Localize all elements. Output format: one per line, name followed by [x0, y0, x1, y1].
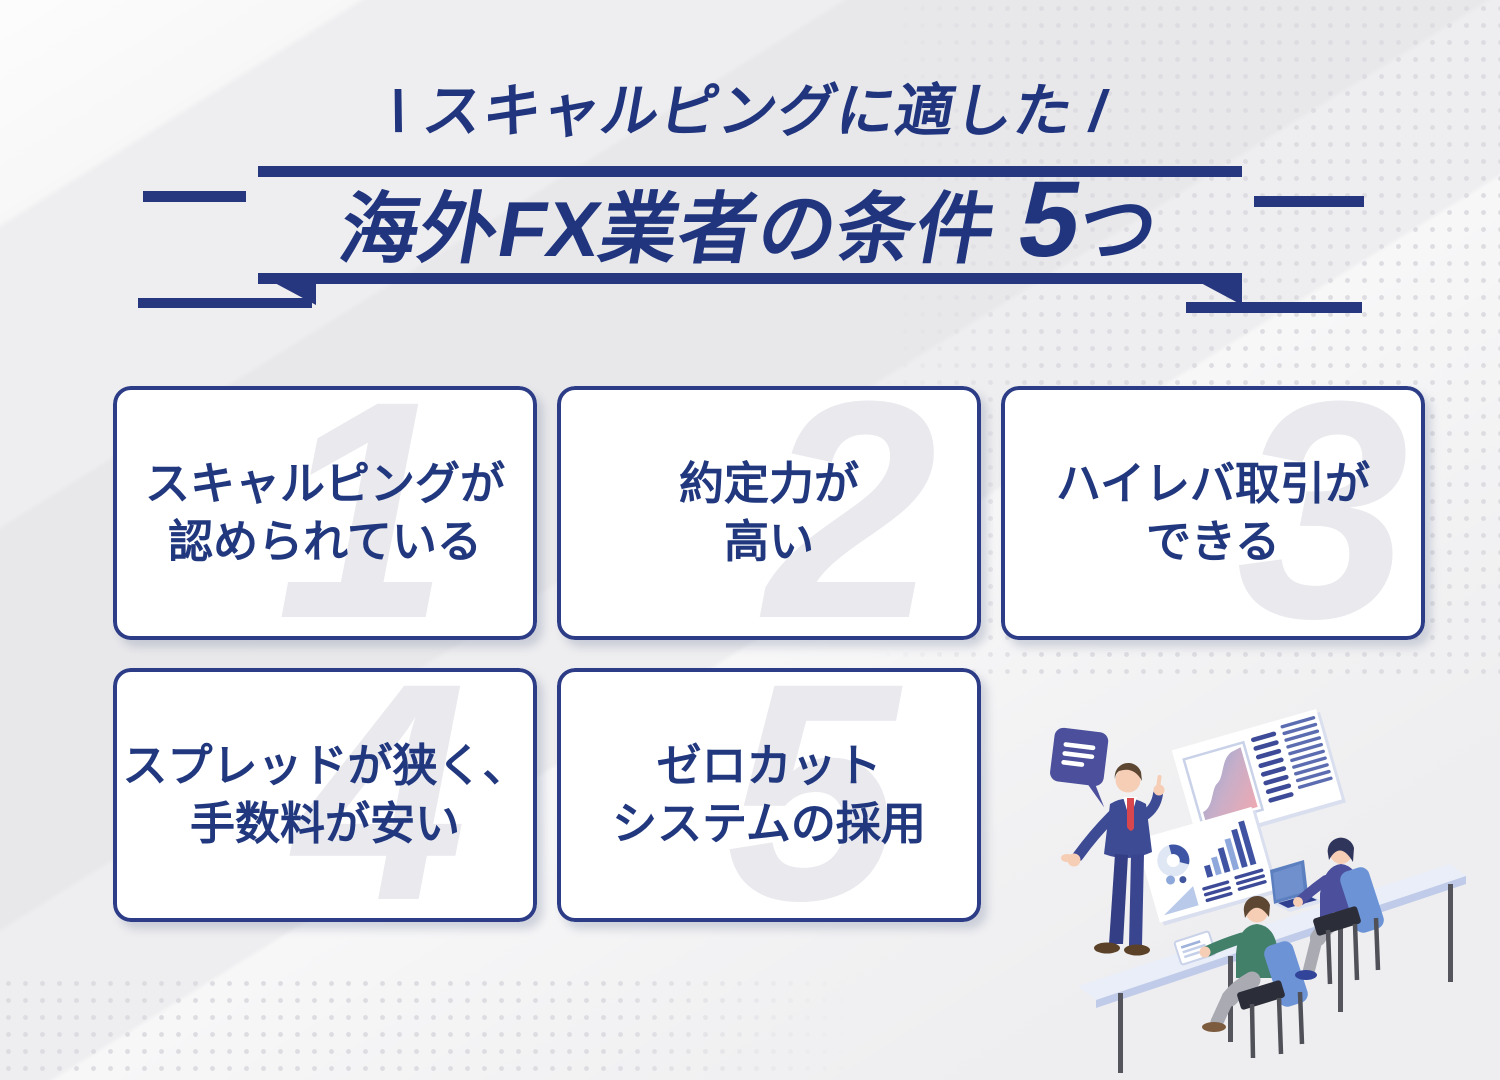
presenter-shoe-left: [1094, 942, 1120, 954]
presenter-shoe-right: [1124, 944, 1150, 956]
condition-card-1: 1 スキャルピングが 認められている: [113, 386, 537, 640]
condition-card-5: 5 ゼロカット システムの採用: [557, 668, 981, 922]
card-1-label: スキャルピングが 認められている: [144, 457, 505, 568]
page-title-main: 海外FX業者の条件: [333, 185, 1027, 273]
attendee-indigo-shoe: [1295, 970, 1317, 980]
condition-card-4: 4 スプレッドが狭く、 手数料が安い: [113, 668, 537, 922]
page-title-suffix: つ: [1070, 185, 1166, 273]
card-4-label: スプレッドが狭く、 手数料が安い: [122, 739, 528, 850]
page-title: 海外FX業者の条件 5つ: [0, 158, 1500, 280]
card-2-label: 約定力が 高い: [678, 457, 859, 568]
banner-lower-left-dash: [138, 298, 312, 308]
banner-lower-right-dash: [1186, 302, 1362, 313]
attendee-green-shoe: [1202, 1022, 1226, 1032]
speech-bubble-icon: [1050, 727, 1109, 808]
presenter-leg-right: [1129, 854, 1144, 946]
presenter-tie: [1127, 798, 1134, 831]
card-5-label: ゼロカット システムの採用: [612, 739, 926, 850]
background-dots-bottom-left: [0, 975, 850, 1080]
card-3-label: ハイレバ取引が できる: [1055, 457, 1371, 568]
tagline: \ スキャルピングに適した /: [0, 64, 1500, 148]
tagline-text: \ スキャルピングに適した /: [384, 79, 1114, 144]
presenter-leg-left: [1109, 854, 1128, 944]
presentation-illustration: [1050, 709, 1466, 1073]
condition-card-3: 3 ハイレバ取引が できる: [1001, 386, 1425, 640]
condition-card-2: 2 約定力が 高い: [557, 386, 981, 640]
